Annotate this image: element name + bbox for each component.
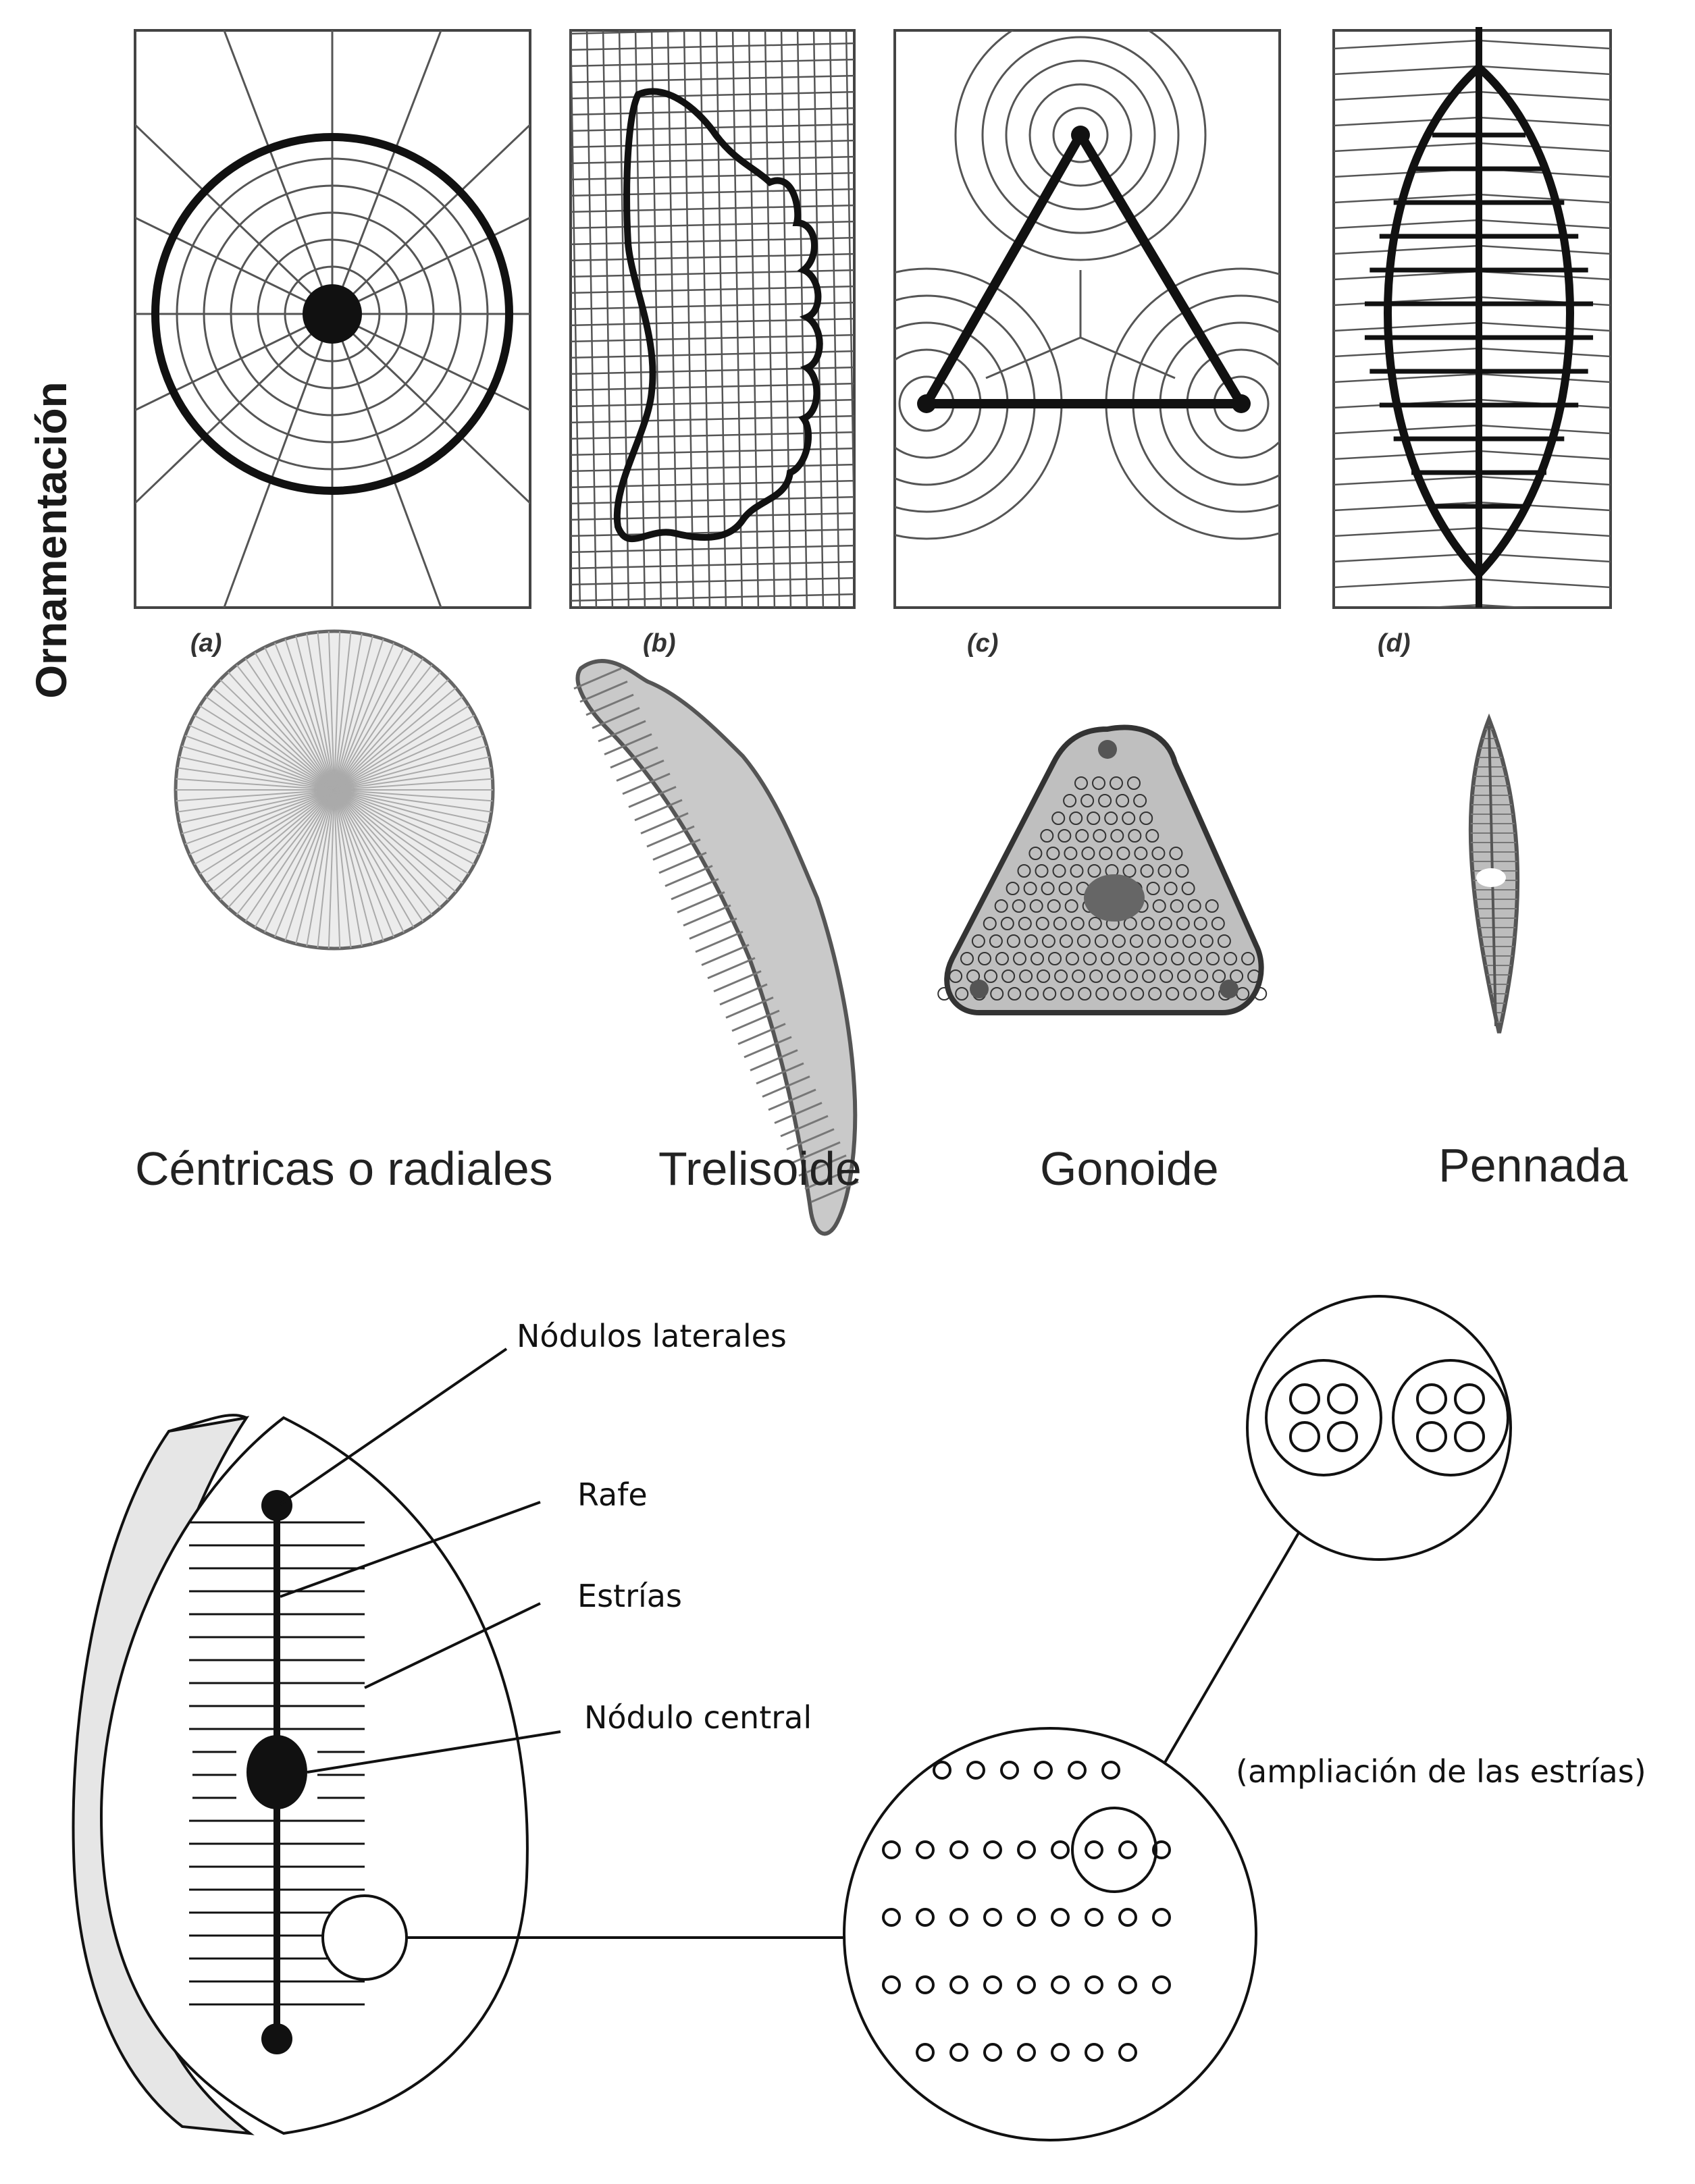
centric-micrograph bbox=[174, 629, 495, 951]
panel-c-letter: (c) bbox=[967, 629, 998, 658]
caption-trellisoid: Trelisoide bbox=[658, 1142, 862, 1195]
panel-b-letter: (b) bbox=[643, 629, 676, 658]
pore-detail bbox=[1246, 1295, 1512, 1561]
label-lateral-nodules: Nódulos laterales bbox=[517, 1318, 787, 1354]
trellisoid-micrograph bbox=[573, 659, 859, 1236]
panel-d-diagram bbox=[1332, 27, 1612, 609]
panel-c-diagram bbox=[893, 29, 1281, 609]
side-title: Ornamentación bbox=[27, 381, 76, 698]
panel-a-diagram bbox=[134, 29, 531, 609]
striae-enlargement bbox=[843, 1727, 1257, 2141]
pennate-micrograph bbox=[1468, 713, 1520, 1034]
pennate-frustule-diagram bbox=[72, 1414, 529, 2135]
panel-a-letter: (a) bbox=[190, 629, 221, 658]
caption-gonoid: Gonoide bbox=[1040, 1142, 1219, 1195]
label-raphe: Rafe bbox=[577, 1476, 648, 1513]
label-central-nodule: Nódulo central bbox=[584, 1699, 812, 1736]
panel-d-letter: (d) bbox=[1378, 629, 1411, 658]
caption-pennate: Pennada bbox=[1438, 1139, 1627, 1192]
gonoid-micrograph bbox=[937, 724, 1268, 1015]
label-enlargement: (ampliación de las estrías) bbox=[1236, 1753, 1646, 1790]
striae-selection-circle bbox=[321, 1894, 408, 1981]
lateral-nodule-bottom bbox=[261, 2023, 292, 2054]
central-nodule bbox=[246, 1735, 307, 1809]
caption-centric: Céntricas o radiales bbox=[135, 1142, 553, 1195]
panel-b-diagram bbox=[569, 29, 856, 609]
lateral-nodule-top bbox=[261, 1490, 292, 1521]
label-striae: Estrías bbox=[577, 1578, 682, 1614]
